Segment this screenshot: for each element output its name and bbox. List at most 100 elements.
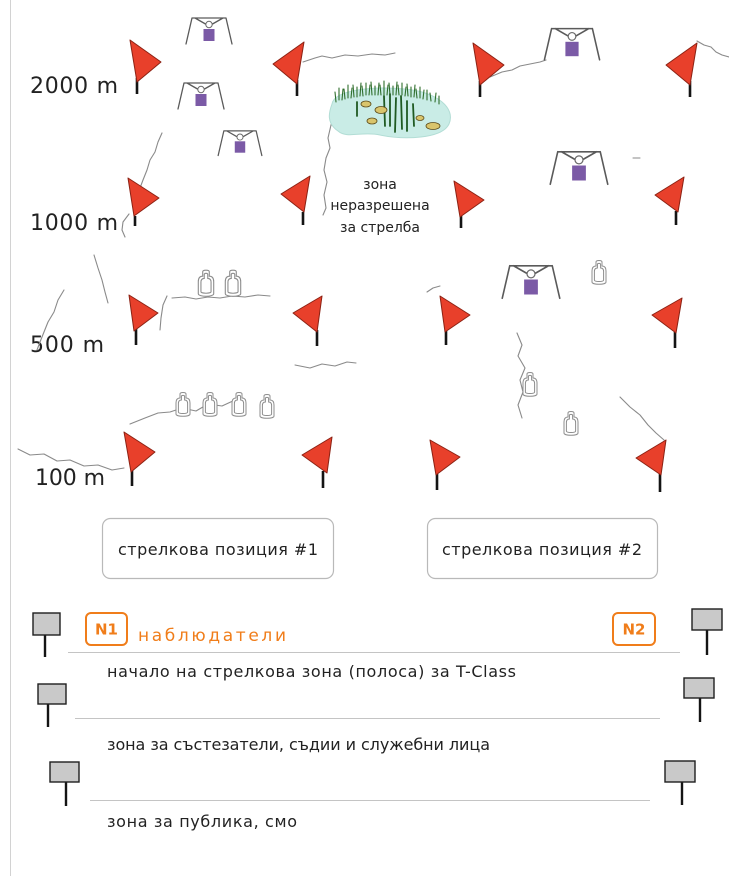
observer-badge-n1: N1 — [85, 612, 128, 646]
terrain-crack — [17, 448, 125, 471]
steel-targets — [177, 17, 609, 300]
flag-pennant — [128, 294, 159, 332]
firing-position-2: стрелкова позиция #2 — [426, 517, 659, 580]
observers-label: наблюдатели — [138, 626, 286, 646]
silhouette-target-icon — [522, 372, 538, 397]
silhouette-outline — [522, 372, 538, 397]
target-plate — [203, 29, 215, 41]
red-flag-icon — [453, 180, 485, 228]
terrain-crack — [139, 132, 163, 189]
red-flag-icon — [665, 42, 698, 97]
flag-pennant — [272, 41, 305, 85]
no-shoot-zone-line-2: неразрешена — [330, 198, 429, 214]
terrain-crack — [36, 289, 65, 351]
terrain-crack — [121, 213, 130, 238]
zone-label-public: зона за публика, смо — [107, 812, 297, 831]
zone-label-range-start: начало на стрелкова зона (полоса) за T-C… — [107, 662, 516, 681]
silhouette-outline — [563, 411, 579, 436]
observer-badge-n2: N2 — [612, 612, 656, 646]
flag-pennant — [651, 297, 683, 334]
terrain-crack — [294, 361, 357, 369]
terrain-crack — [619, 396, 665, 441]
sign-post-icon — [32, 612, 61, 657]
target-frame — [501, 264, 561, 300]
flag-pennant — [665, 42, 698, 86]
flag-pennant — [292, 295, 323, 333]
sign-board — [32, 612, 61, 636]
steel-target-icon — [543, 27, 601, 61]
silhouette-target-icon — [259, 394, 275, 419]
observer-badge-text: N1 — [95, 621, 118, 639]
flag-pennant — [472, 42, 505, 86]
zone-label-competitors: зона за състезатели, съдии и служебни ли… — [107, 735, 490, 754]
firing-position-label: стрелкова позиция #2 — [442, 540, 642, 559]
flag-pennant — [129, 39, 162, 83]
distance-labels: 2000 m 1000 m 500 m 100 m — [30, 74, 118, 491]
lily-pad — [366, 117, 378, 125]
terrain-crack — [516, 332, 526, 419]
sign-post-icon — [664, 760, 696, 805]
target-hanger — [567, 31, 577, 41]
target-plate — [565, 41, 579, 57]
flag-pennant — [439, 295, 471, 333]
red-flag-icon — [129, 39, 162, 94]
target-hanger — [236, 133, 244, 141]
red-flag-icon — [439, 295, 471, 345]
flag-pennant — [123, 431, 156, 473]
distance-label-2000: 2000 m — [30, 74, 118, 99]
red-flag-icon — [123, 431, 156, 486]
target-hanger — [526, 269, 536, 279]
range-flags — [123, 39, 698, 492]
silhouette-target-icon — [563, 411, 579, 436]
silhouette-target-icon — [197, 269, 215, 297]
pond-icon — [328, 80, 451, 139]
target-frame — [177, 82, 225, 110]
sign-post-icon — [37, 683, 67, 727]
observer-badge-box — [612, 612, 656, 646]
firing-position-box — [101, 517, 335, 580]
target-frame — [549, 150, 609, 186]
firing-position-1: стрелкова позиция #1 — [101, 517, 335, 580]
target-plate — [524, 279, 538, 295]
distance-label-1000: 1000 m — [30, 211, 118, 236]
steel-target-icon — [549, 150, 609, 186]
target-hanger — [574, 155, 584, 165]
flag-pennant — [127, 177, 160, 217]
flag-pennant — [280, 175, 311, 213]
red-flag-icon — [635, 439, 667, 492]
no-shoot-zone-line-3: за стрелба — [340, 220, 420, 236]
terrain-crack — [696, 40, 729, 58]
silhouette-target-icon — [202, 392, 218, 417]
silhouette-target-icon — [591, 260, 607, 285]
distance-label-100: 100 m — [35, 466, 105, 491]
no-shoot-zone-line-1: зона — [363, 177, 397, 193]
terrain-cracks — [17, 40, 729, 471]
red-flag-icon — [654, 176, 685, 225]
sign-board — [49, 761, 80, 783]
firing-position-label: стрелкова позиция #1 — [118, 540, 318, 559]
terrain-crack — [171, 294, 271, 300]
firing-position-box — [426, 517, 659, 580]
red-flag-icon — [128, 294, 159, 345]
distance-label-500: 500 m — [30, 333, 104, 358]
silhouette-outline — [224, 269, 242, 297]
sign-post-icon — [49, 761, 80, 806]
silhouette-outline — [202, 392, 218, 417]
red-flag-icon — [292, 295, 323, 346]
red-flag-icon — [301, 436, 333, 488]
silhouette-outline — [175, 392, 191, 417]
target-plate — [234, 141, 246, 153]
observer-badge-text: N2 — [623, 621, 646, 639]
silhouette-targets — [175, 260, 607, 436]
terrain-crack — [302, 52, 396, 63]
target-plate — [572, 165, 586, 181]
observer-badge-box — [85, 612, 128, 646]
lily-pad — [360, 100, 372, 108]
sign-board — [683, 677, 715, 699]
silhouette-outline — [231, 392, 247, 417]
terrain-crack — [159, 295, 168, 331]
steel-target-icon — [185, 17, 233, 45]
lily-pad — [374, 106, 388, 114]
lily-pad — [415, 115, 425, 121]
